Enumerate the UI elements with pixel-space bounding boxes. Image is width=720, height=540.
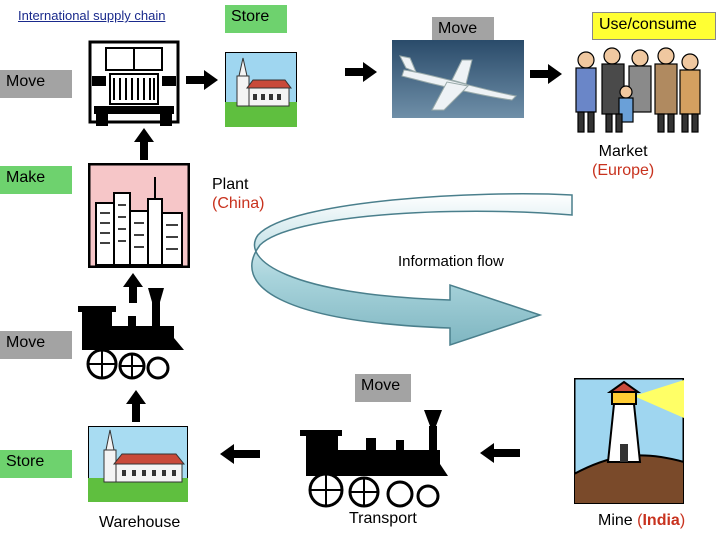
warehouse-label: Warehouse [99, 514, 181, 531]
mine-place: (India) [637, 512, 685, 529]
arrow-up-icon [126, 390, 146, 422]
arrow-up-icon [134, 128, 154, 160]
label-move-left-mid: Move [0, 331, 72, 359]
truck-icon [88, 40, 180, 126]
mine-label: Mine (India) [598, 512, 685, 530]
market-place-text: (Europe) [592, 162, 655, 179]
label-move-left-top: Move [0, 70, 72, 98]
label-move-mid: Move [355, 374, 411, 402]
arrow-right-icon [530, 64, 562, 84]
information-flow-label: Information flow [398, 253, 504, 270]
market-text: Market [598, 143, 648, 160]
plant-text: Plant [212, 176, 249, 193]
diagram-title-link[interactable]: International supply chain [18, 8, 166, 23]
mine-text: Mine [598, 512, 633, 529]
information-flow-arrow [251, 193, 573, 347]
mine-place-text: India [642, 512, 680, 529]
arrow-right-icon [186, 70, 218, 90]
transport-locomotive-icon [300, 410, 448, 508]
transport-label: Transport [349, 510, 417, 527]
city-factory-icon [88, 163, 190, 268]
arrow-left-icon [480, 443, 520, 463]
locomotive-icon [78, 288, 184, 380]
plant-label: Plant (China) [212, 175, 264, 213]
label-store-top: Store [225, 5, 287, 33]
mine-paren-close: ) [679, 512, 686, 529]
store-church-icon [225, 52, 297, 127]
arrow-right-icon [345, 62, 377, 82]
label-store-bottom: Store [0, 450, 72, 478]
lighthouse-mine-icon [574, 378, 684, 504]
plant-place-text: (China) [212, 195, 265, 212]
mine-paren-open: ( [637, 512, 643, 529]
airplane-photo [392, 40, 524, 118]
label-make: Make [0, 166, 72, 194]
warehouse-church-icon [88, 426, 188, 502]
market-label: Market (Europe) [592, 142, 654, 180]
arrow-left-icon [220, 444, 260, 464]
label-use-consume: Use/consume [592, 12, 716, 40]
arrow-up-icon [123, 273, 143, 303]
people-group-icon [575, 47, 701, 133]
